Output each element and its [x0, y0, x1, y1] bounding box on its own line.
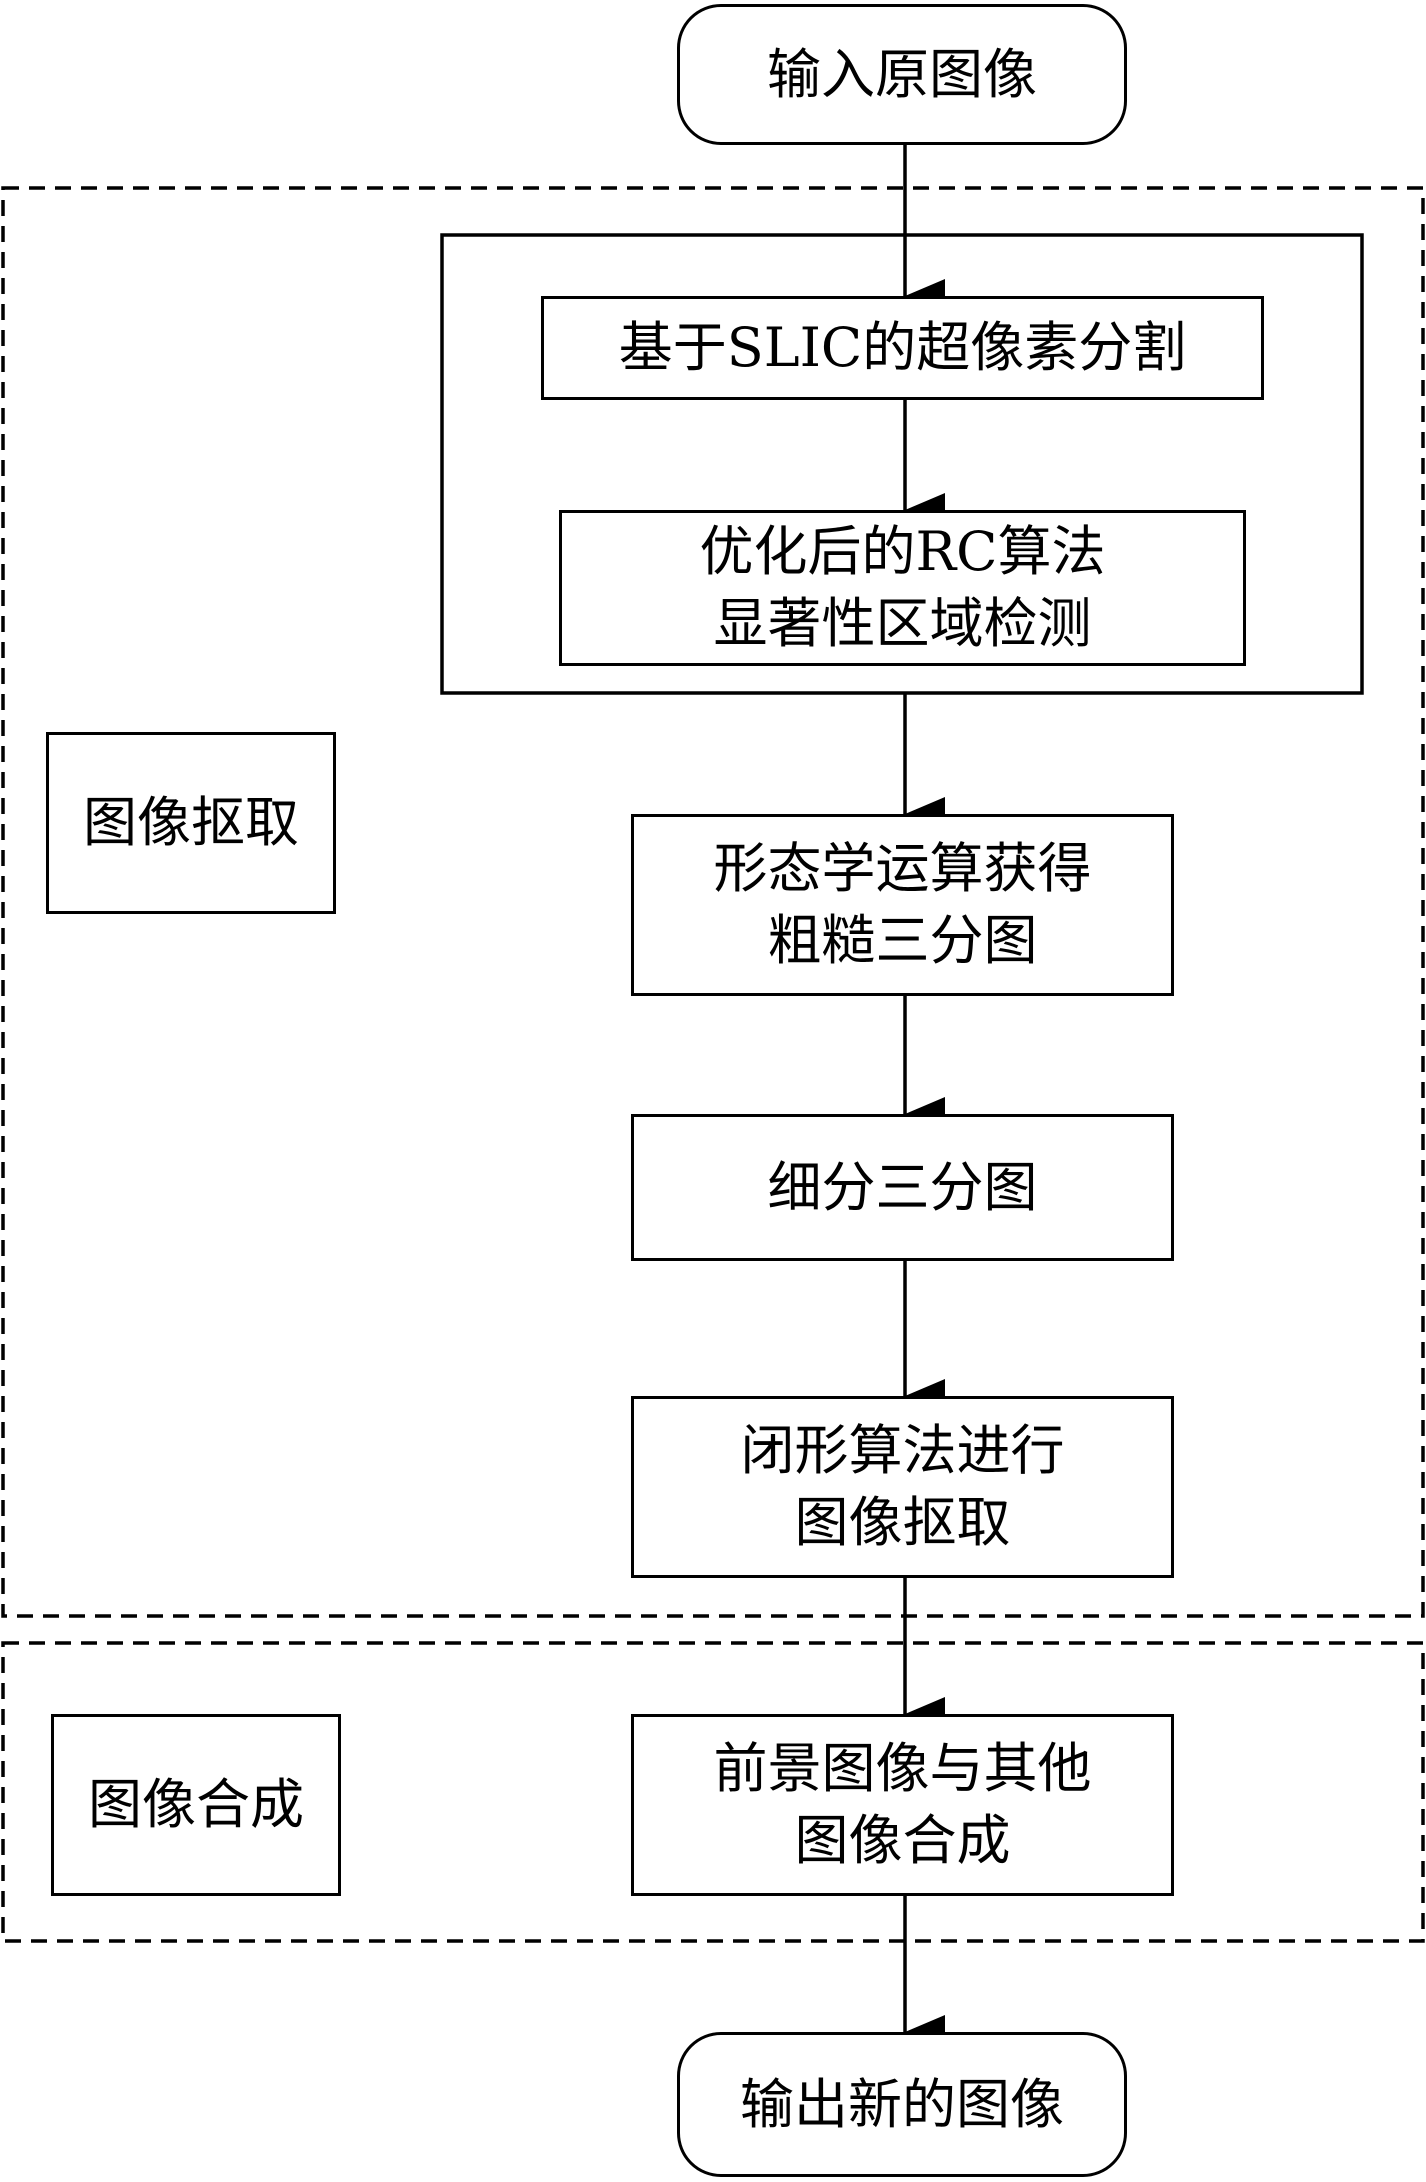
- group-compositing-border: [1, 1641, 1425, 1943]
- step-composite-line-2: 图像合成: [794, 1809, 1011, 1872]
- start-node: 输入原图像: [677, 4, 1127, 145]
- step-morphology: 形态学运算获得 粗糙三分图: [631, 814, 1174, 996]
- step-composite-line-1: 前景图像与其他: [713, 1737, 1092, 1800]
- saliency-module-frame: [440, 233, 1364, 695]
- start-node-label: 输入原图像: [767, 42, 1037, 106]
- step-superpixel: 基于SLIC的超像素分割: [541, 296, 1264, 400]
- step-morphology-line-1: 形态学运算获得: [713, 837, 1092, 900]
- group-label-compositing: 图像合成: [51, 1714, 341, 1896]
- group-matting-border: [1, 186, 1425, 1618]
- step-refine-line-1: 细分三分图: [767, 1155, 1038, 1219]
- step-closed-form: 闭形算法进行 图像抠取: [631, 1396, 1174, 1578]
- step-closed-form-line-2: 图像抠取: [794, 1491, 1011, 1554]
- group-label-compositing-text: 图像合成: [88, 1773, 304, 1836]
- step-saliency-line-2: 显著性区域检测: [713, 592, 1092, 655]
- end-node-label: 输出新的图像: [740, 2072, 1064, 2136]
- step-morphology-line-2: 粗糙三分图: [767, 909, 1038, 972]
- group-label-matting-text: 图像抠取: [83, 791, 299, 854]
- step-composite: 前景图像与其他 图像合成: [631, 1714, 1174, 1896]
- step-refine: 细分三分图: [631, 1114, 1174, 1261]
- step-saliency: 优化后的RC算法 显著性区域检测: [559, 510, 1246, 666]
- end-node: 输出新的图像: [677, 2032, 1127, 2177]
- group-label-matting: 图像抠取: [46, 732, 336, 914]
- step-saliency-line-1: 优化后的RC算法: [699, 520, 1106, 583]
- step-superpixel-line-1: 基于SLIC的超像素分割: [618, 316, 1187, 379]
- step-closed-form-line-1: 闭形算法进行: [740, 1419, 1065, 1482]
